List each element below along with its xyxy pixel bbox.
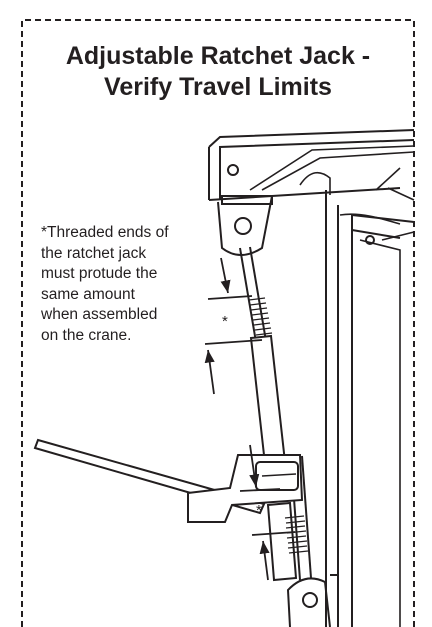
note-line: *Threaded ends of [41,224,169,241]
crane-boom-top [208,129,415,201]
title-line-2: Verify Travel Limits [104,73,332,101]
note-line: the ratchet jack [41,244,147,262]
dimension-upper [204,257,263,395]
note-line: must protude the [41,265,158,282]
thread-hatching-upper [248,297,273,336]
note-line: same amount [41,285,135,303]
upper-clevis-mount [217,195,273,256]
note-line: when assembled [41,306,158,323]
dimension-marker-upper: * [222,313,228,330]
title-line-1: Adjustable Ratchet Jack - [65,42,371,70]
note-line: on the crane. [41,326,132,344]
assembly-note: *Threaded ends of the ratchet jack must … [41,223,211,346]
ratchet-jack [33,246,312,582]
crane-mast [325,190,415,627]
dimension-marker-lower: * [256,502,262,519]
lower-clevis-mount [286,574,339,627]
dimension-lower [239,444,296,581]
dashed-border [21,19,415,627]
